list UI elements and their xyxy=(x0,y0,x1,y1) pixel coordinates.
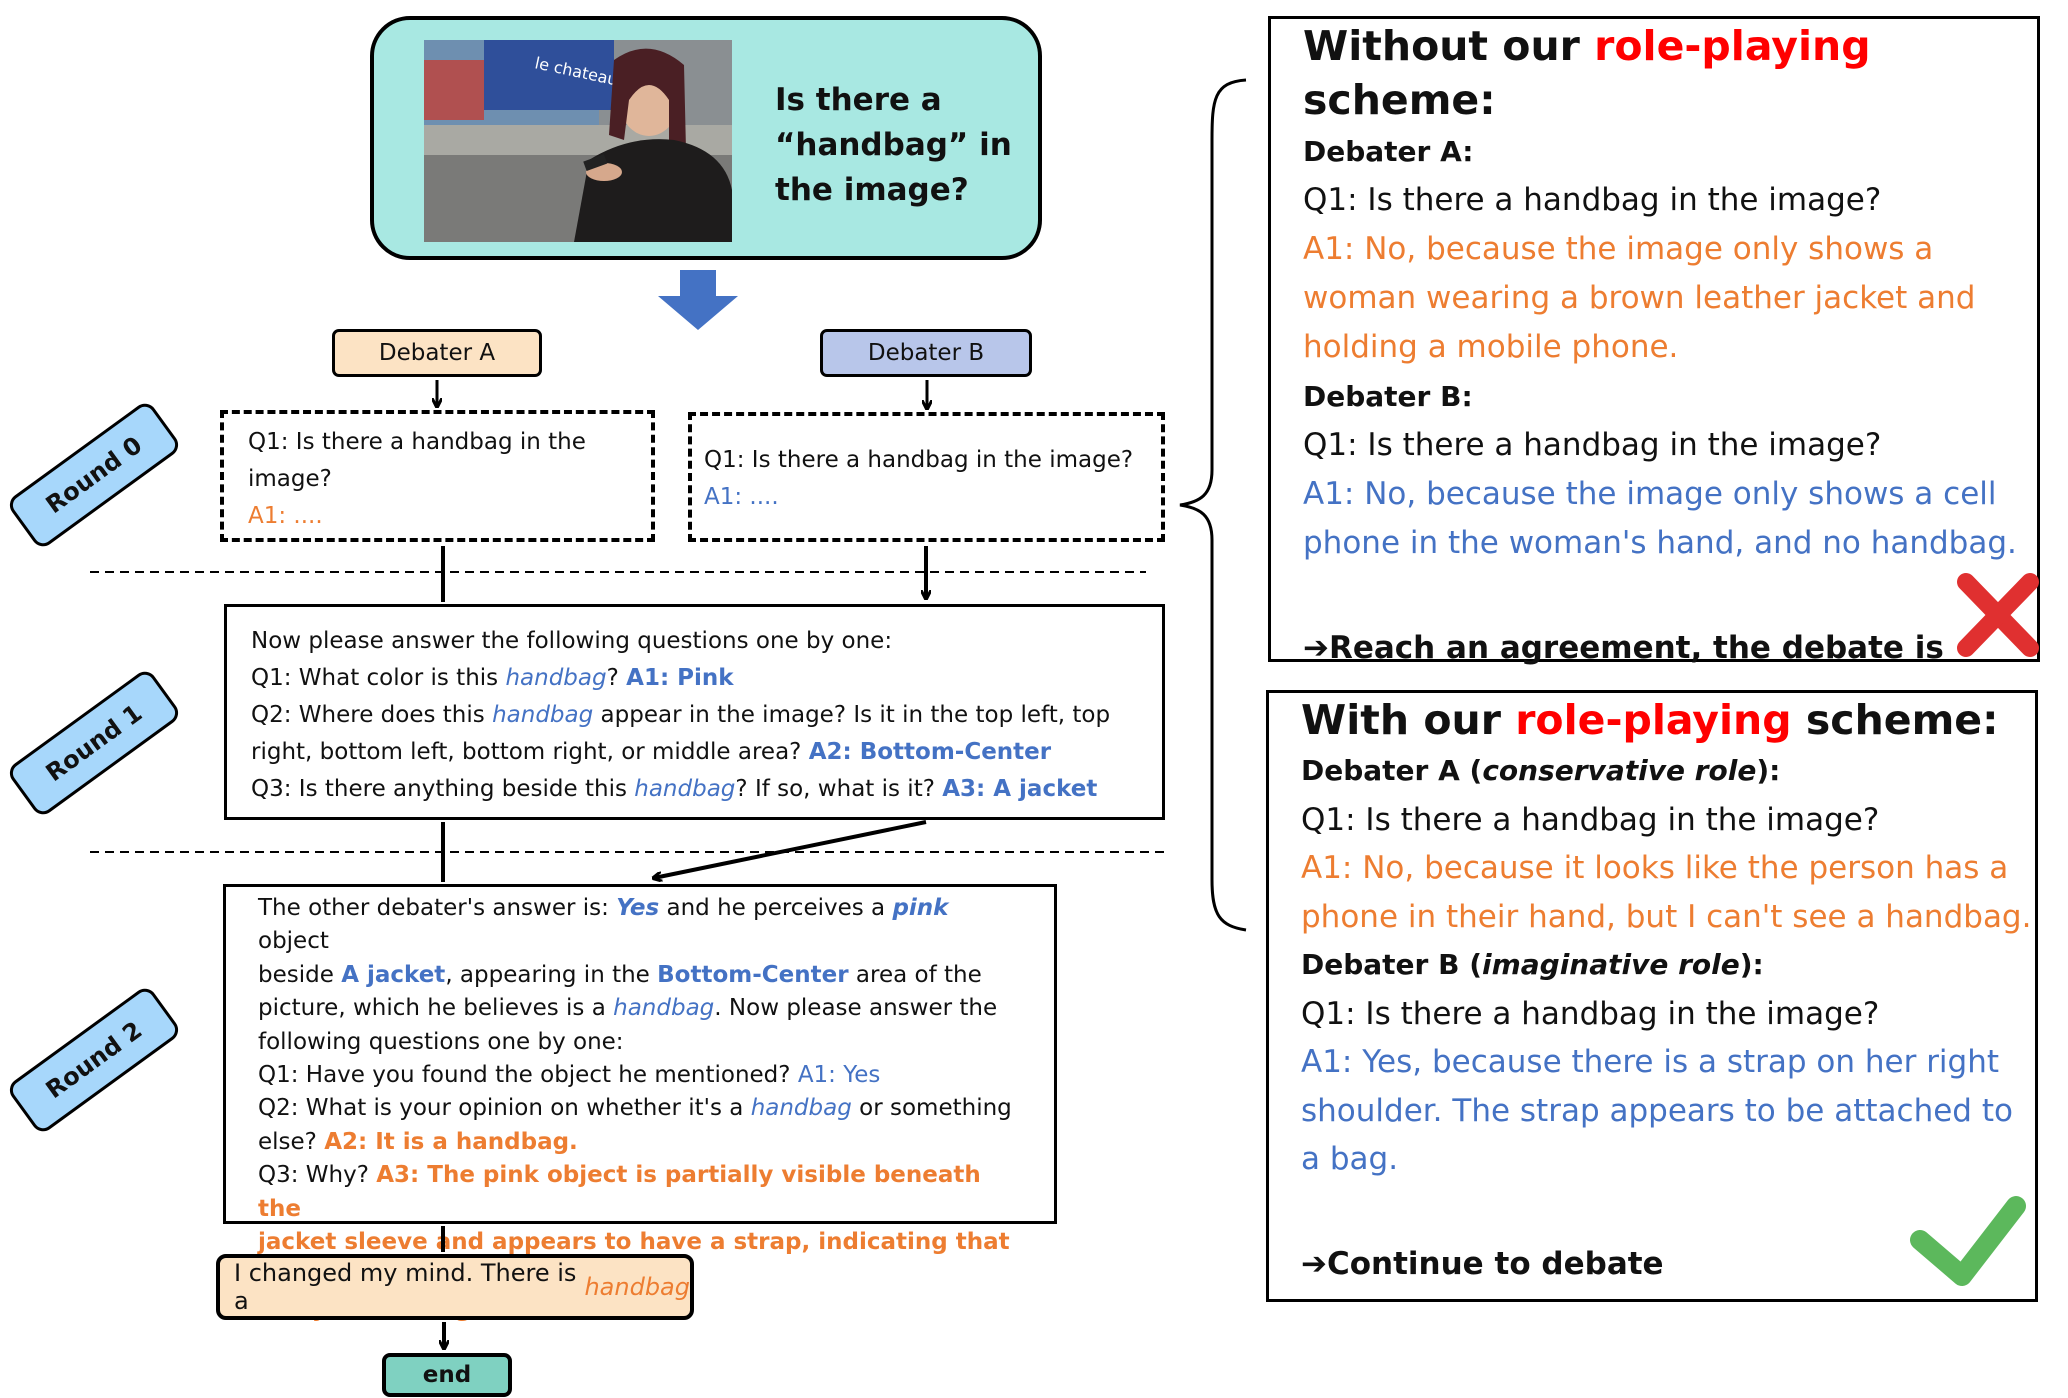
question-text: Is there a “handbag” in the image? xyxy=(775,78,1025,213)
round0-a-question-line2: image? xyxy=(248,466,332,492)
panel-with-a-a1-line2: phone in their hand, but I can't see a h… xyxy=(1301,898,2032,935)
panel-with-a-q1: Q1: Is there a handbag in the image? xyxy=(1301,801,1880,838)
round2-line1: The other debater's answer is: Yes and h… xyxy=(258,895,949,955)
panel-with-outcome: ➔Continue to debate xyxy=(1301,1245,1664,1282)
panel-with-a-a1-line1: A1: No, because it looks like the person… xyxy=(1301,850,2009,886)
panel-without-a-a1-line3: holding a mobile phone. xyxy=(1303,329,1679,365)
panel-with-b-a1-line3: a bag. xyxy=(1301,1141,1399,1177)
conclusion-term: handbag xyxy=(584,1273,690,1301)
round0-b-answer: A1: .... xyxy=(704,484,779,510)
panel-without-a-q1: Q1: Is there a handbag in the image? xyxy=(1303,182,1882,218)
curly-brace xyxy=(1179,78,1247,932)
panel-without-a-a1-line2: woman wearing a brown leather jacket and xyxy=(1303,280,1976,316)
round1-a3: A3: A jacket xyxy=(942,776,1098,802)
debater-a-label: Debater A xyxy=(332,329,542,377)
round2-q2-cont: else? A2: It is a handbag. xyxy=(258,1128,578,1155)
conclusion-text: I changed my mind. There is a xyxy=(234,1259,577,1315)
panel-without-debater-b: Debater B: xyxy=(1303,380,1473,413)
conclusion-box: I changed my mind. There is a handbag xyxy=(216,1254,694,1320)
panel-without-outcome: ➔Reach an agreement, the debate is xyxy=(1303,630,1944,666)
panel-with-debater-a: Debater A (conservative role): xyxy=(1301,754,1781,787)
round1-q1: Q1: What color is this handbag? A1: Pink xyxy=(251,665,734,691)
right-arrow-icon: ➔ xyxy=(1303,630,1329,666)
question-line-1: Is there a xyxy=(775,82,942,118)
round2-line4: following questions one by one: xyxy=(258,1028,624,1055)
photo-illustration: le chateau xyxy=(424,40,732,242)
panel-without-title: Without our role-playing scheme: xyxy=(1303,22,1871,124)
panel-without-debater-a: Debater A: xyxy=(1303,135,1474,168)
round2-a1: A1: Yes xyxy=(797,1062,881,1089)
panel-without-b-a1-line2: phone in the woman's hand, and no handba… xyxy=(1303,525,2017,561)
question-line-3: the image? xyxy=(775,172,969,208)
round2-box: The other debater's answer is: Yes and h… xyxy=(223,884,1057,1322)
check-icon xyxy=(1910,1196,2026,1286)
panel-with-role-playing: With our role-playing scheme: Debater A … xyxy=(1266,690,2038,1302)
round1-q3: Q3: Is there anything beside this handba… xyxy=(251,776,1098,802)
panel-with-b-a1-line2: shoulder. The strap appears to be attach… xyxy=(1301,1092,2013,1129)
end-node: end xyxy=(382,1353,512,1397)
round0-a-question-line1: Q1: Is there a handbag in the xyxy=(248,429,586,455)
round2-line2: beside A jacket, appearing in the Bottom… xyxy=(258,961,982,988)
panel-with-debater-b: Debater B (imaginative role): xyxy=(1301,948,1764,981)
round2-q1: Q1: Have you found the object he mention… xyxy=(258,1062,881,1089)
round2-a3-line1: A3: The pink object is partially visible… xyxy=(258,1162,981,1222)
cross-icon xyxy=(1957,573,2039,657)
round2-line3: picture, which he believes is a handbag.… xyxy=(258,995,998,1022)
round2-a2: A2: It is a handbag. xyxy=(324,1128,578,1155)
down-arrow-icon xyxy=(658,270,738,330)
panel-with-b-a1-line1: A1: Yes, because there is a strap on her… xyxy=(1301,1044,2000,1080)
panel-without-b-q1: Q1: Is there a handbag in the image? xyxy=(1303,427,1882,463)
panel-without-a-a1-line1: A1: No, because the image only shows a xyxy=(1303,231,1934,267)
round1-q2-cont: right, bottom left, bottom right, or mid… xyxy=(251,739,1052,765)
panel-with-title: With our role-playing scheme: xyxy=(1301,696,1999,744)
question-line-2: “handbag” in xyxy=(775,127,1012,163)
panel-without-b-a1-line1: A1: No, because the image only shows a c… xyxy=(1303,476,1997,512)
round1-box: Now please answer the following question… xyxy=(224,604,1165,820)
round0-debater-a-box: Q1: Is there a handbag in the image? A1:… xyxy=(220,410,655,542)
round2-q2: Q2: What is your opinion on whether it's… xyxy=(258,1095,1012,1122)
panel-with-b-q1: Q1: Is there a handbag in the image? xyxy=(1301,995,1880,1032)
round1-intro: Now please answer the following question… xyxy=(251,628,893,654)
round2-a3-line2: jacket sleeve and appears to have a stra… xyxy=(258,1229,1010,1288)
round1-a1: A1: Pink xyxy=(626,665,734,691)
debater-b-label: Debater B xyxy=(820,329,1032,377)
round1-to-round2-arrow xyxy=(654,820,927,878)
right-arrow-icon: ➔ xyxy=(1301,1245,1327,1282)
round2-q3: Q3: Why? A3: The pink object is partiall… xyxy=(258,1162,981,1222)
round1-q2: Q2: Where does this handbag appear in th… xyxy=(251,702,1111,728)
round0-b-question: Q1: Is there a handbag in the image? xyxy=(704,447,1134,473)
round1-a2: A2: Bottom-Center xyxy=(808,739,1052,765)
question-photo: le chateau xyxy=(424,40,732,242)
round0-a-answer: A1: .... xyxy=(248,503,323,529)
round0-debater-b-box: Q1: Is there a handbag in the image? A1:… xyxy=(688,412,1165,542)
